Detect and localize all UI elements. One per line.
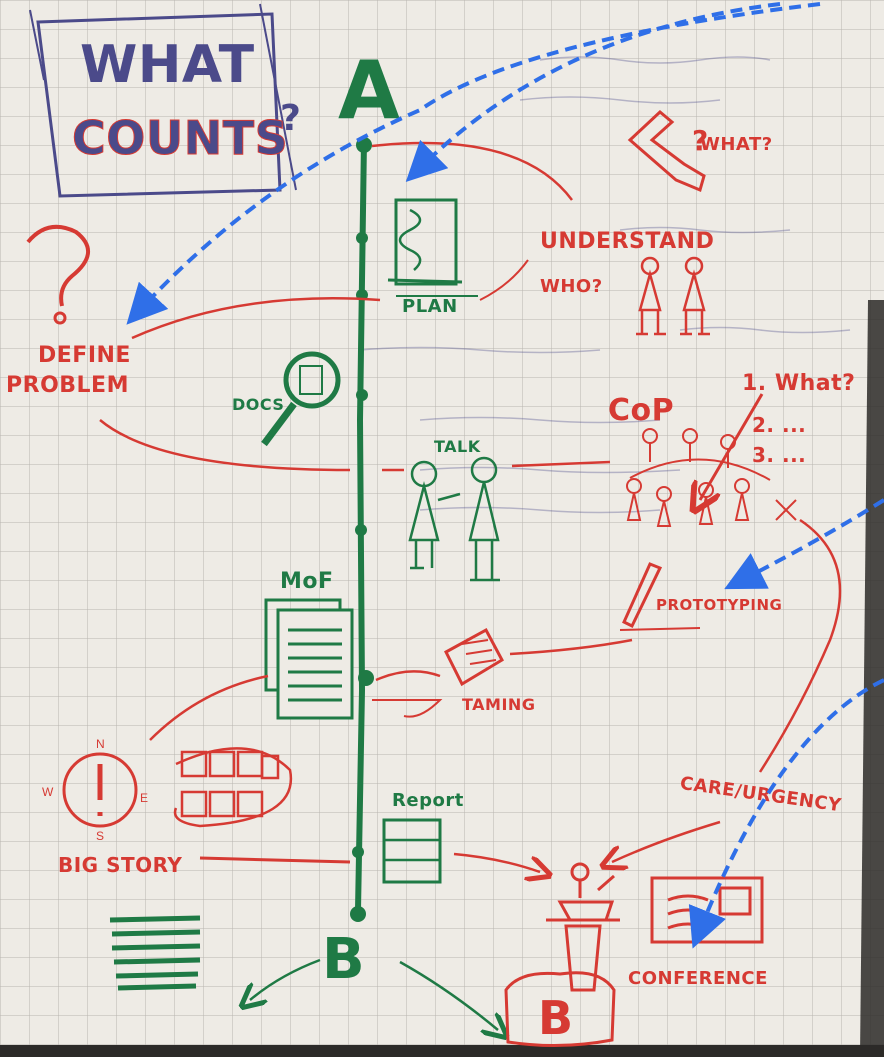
boomerang-question-mark: ?	[692, 124, 709, 157]
podium-icon	[546, 862, 620, 992]
title-line1: WHAT	[80, 35, 255, 95]
timeline-axis: A B	[250, 44, 498, 1030]
cop-people	[626, 428, 797, 527]
axis-start-label: A	[338, 44, 400, 137]
talk-sketch: TALK	[382, 437, 611, 582]
conference-group: CONFERENCE B	[504, 862, 768, 1048]
b-box: B	[504, 971, 616, 1048]
axis-end-label: B	[322, 927, 365, 992]
docs-sketch: DOCS	[232, 351, 341, 447]
taming-sketch: TAMING	[372, 627, 633, 718]
cop-group: CoP 1. What? 2. ... 3. ...	[608, 371, 855, 527]
cop-list-item: 3. ...	[752, 443, 806, 467]
plan-sketch: PLAN	[387, 198, 478, 317]
paper-fold-shadow	[860, 300, 884, 1057]
b-box-label: B	[538, 991, 574, 1045]
conference-label: CONFERENCE	[628, 968, 768, 989]
timeline-node	[356, 232, 368, 244]
report-sketch: Report	[382, 790, 540, 884]
bigstory-label: BIG STORY	[58, 853, 182, 877]
mof-label: MoF	[280, 569, 334, 594]
faint-background-writing	[359, 56, 851, 514]
define-problem-group: DEFINE PROBLEM	[6, 224, 381, 472]
cop-list-item: 1. What?	[742, 371, 855, 396]
understand-label: UNDERSTAND	[540, 229, 714, 254]
define-label: DEFINE	[38, 343, 131, 368]
green-stack-icon	[109, 915, 201, 991]
timeline-node	[356, 389, 368, 401]
prototyping-sketch: PROTOTYPING	[619, 562, 782, 631]
bottom-shadow	[0, 1045, 884, 1057]
problem-label: PROBLEM	[6, 373, 129, 398]
prototyping-label: PROTOTYPING	[656, 596, 782, 614]
compass-n: N	[96, 737, 105, 751]
title-question-mark: ?	[280, 98, 301, 139]
blue-arrow-to-plan	[405, 2, 781, 183]
title-line2: COUNTS	[72, 111, 288, 165]
docs-label: DOCS	[232, 395, 284, 414]
cop-label: CoP	[608, 393, 674, 428]
timeline-node	[352, 846, 364, 858]
sticky-notes	[173, 747, 293, 828]
people-figures	[636, 256, 710, 336]
taming-label: TAMING	[462, 695, 535, 714]
who-label: WHO?	[540, 276, 603, 297]
blue-arrows	[126, 2, 884, 949]
blue-arrow-to-prototyping	[724, 498, 884, 590]
compass-icon	[62, 752, 138, 828]
report-label: Report	[392, 790, 464, 811]
what-label: WHAT?	[700, 134, 773, 155]
talk-label: TALK	[434, 437, 481, 456]
boomerang-icon: WHAT? ?	[627, 110, 773, 193]
magnifier-icon	[283, 351, 341, 409]
compass-w: W	[42, 785, 54, 799]
timeline-node	[350, 906, 366, 922]
bigstory-group: N W E S BIG STORY	[42, 674, 351, 877]
mof-sketch: MoF	[264, 569, 354, 720]
understand-group: UNDERSTAND WHO? WHAT? ?	[371, 110, 773, 336]
plan-label: PLAN	[402, 296, 458, 317]
title-box: WHAT COUNTS ?	[29, 3, 301, 198]
blue-arrow-to-define	[126, 2, 821, 325]
timeline-node	[358, 670, 374, 686]
cop-list-item: 2. ...	[752, 413, 806, 437]
timeline-node	[355, 524, 367, 536]
compass-s: S	[96, 829, 104, 843]
compass-e: E	[140, 791, 148, 805]
